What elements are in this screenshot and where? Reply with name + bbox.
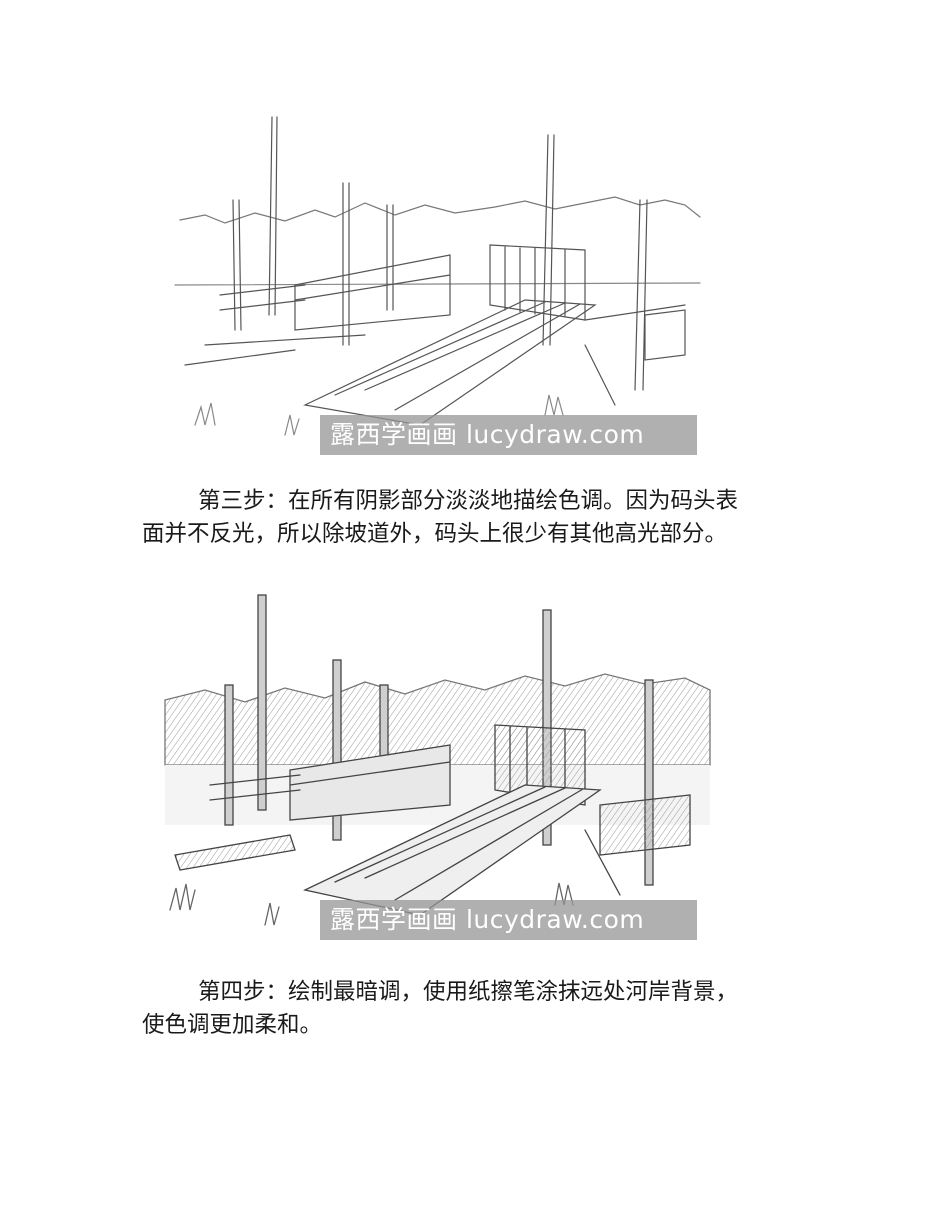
dock-sketch-step3-image: 露西学画画 lucydraw.com bbox=[165, 105, 710, 465]
dock-line-drawing bbox=[174, 116, 701, 436]
step3-line2: 面并不反光，所以除坡道外，码头上很少有其他高光部分。 bbox=[142, 521, 728, 547]
step3-line1: 第三步：在所有阴影部分淡淡地描绘色调。因为码头表 bbox=[198, 488, 739, 514]
watermark-label: 露西学画画 lucydraw.com bbox=[320, 415, 697, 455]
step4-paragraph: 第四步：绘制最暗调，使用纸擦笔涂抹远处河岸背景， 使色调更加柔和。 bbox=[142, 976, 807, 1042]
step4-line2: 使色调更加柔和。 bbox=[142, 1012, 323, 1038]
dock-sketch-step4-image: 露西学画画 lucydraw.com bbox=[155, 590, 715, 950]
dock-shaded-drawing bbox=[164, 594, 711, 926]
step4-line1: 第四步：绘制最暗调，使用纸擦笔涂抹远处河岸背景， bbox=[198, 979, 739, 1005]
watermark-label: 露西学画画 lucydraw.com bbox=[320, 900, 697, 940]
step3-paragraph: 第三步：在所有阴影部分淡淡地描绘色调。因为码头表 面并不反光，所以除坡道外，码头… bbox=[142, 485, 807, 551]
